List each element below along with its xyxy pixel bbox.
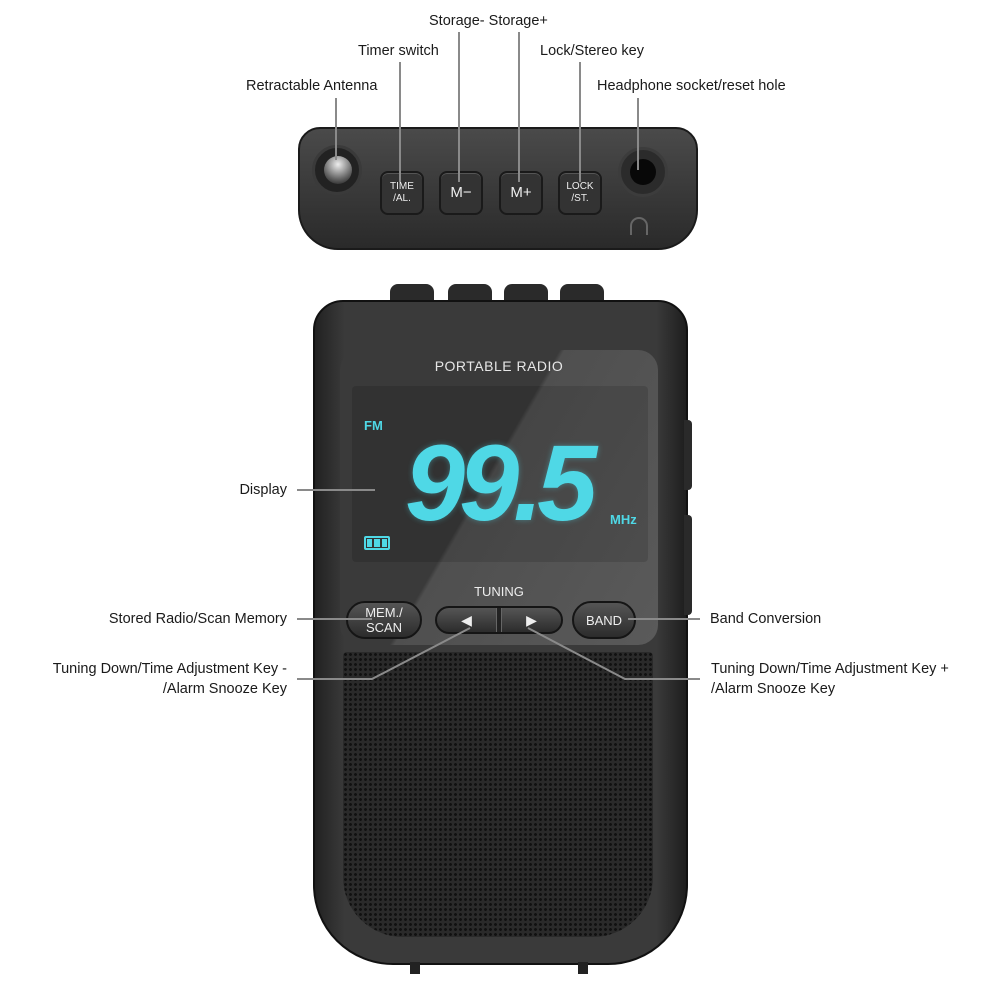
rocker-divider <box>496 608 502 632</box>
label-storage: Storage- Storage+ <box>429 13 548 29</box>
battery-icon <box>364 536 390 550</box>
stereo-label: /ST. <box>571 193 589 204</box>
unit-label: MHz <box>610 512 637 527</box>
headphone-icon <box>630 217 648 235</box>
label-lock-stereo: Lock/Stereo key <box>540 43 644 59</box>
foot-left <box>410 962 420 974</box>
mem-label: MEM./ <box>365 605 403 620</box>
mem-scan-button[interactable]: MEM./SCAN <box>346 601 422 639</box>
label-band-conversion: Band Conversion <box>710 611 822 627</box>
left-arrow-icon: ◀ <box>461 612 472 628</box>
headphone-socket[interactable] <box>618 147 668 197</box>
label-display: Display <box>239 482 287 498</box>
side-button-lower[interactable] <box>684 515 692 615</box>
band-indicator: FM <box>364 418 383 433</box>
frequency-readout: 99.5 <box>405 422 597 543</box>
tuning-rocker: ◀ ▶ <box>435 606 563 634</box>
time-alarm-button[interactable]: TIME/AL. <box>380 171 424 215</box>
top-edge-buttons <box>390 280 630 302</box>
lock-label: LOCK <box>566 181 594 192</box>
scan-label: SCAN <box>365 620 403 635</box>
label-tuning-down-2: /Alarm Snooze Key <box>162 681 287 697</box>
lock-stereo-button[interactable]: LOCK/ST. <box>558 171 602 215</box>
antenna-icon <box>312 145 362 195</box>
radio-face: PORTABLE RADIO FM 99.5 MHz TUNING MEM./S… <box>340 350 658 645</box>
label-retractable-antenna: Retractable Antenna <box>246 78 378 94</box>
label-headphone: Headphone socket/reset hole <box>597 78 786 94</box>
tuning-down-button[interactable]: ◀ <box>437 608 496 632</box>
label-timer-switch: Timer switch <box>358 43 439 59</box>
label-tuning-up-1: Tuning Down/Time Adjustment Key + <box>711 661 949 677</box>
label-tuning-down-1: Tuning Down/Time Adjustment Key - <box>52 661 287 677</box>
side-button-upper[interactable] <box>684 420 692 490</box>
foot-right <box>578 962 588 974</box>
alarm-label: /AL. <box>393 193 411 204</box>
label-tuning-up-2: /Alarm Snooze Key <box>711 681 836 697</box>
brand-title: PORTABLE RADIO <box>434 358 564 374</box>
lcd-display: FM 99.5 MHz <box>352 386 648 562</box>
tuning-up-button[interactable]: ▶ <box>502 608 561 632</box>
label-stored-radio: Stored Radio/Scan Memory <box>108 611 287 627</box>
band-button[interactable]: BAND <box>572 601 636 639</box>
memory-plus-button[interactable]: M+ <box>499 171 543 215</box>
speaker-grille <box>343 652 653 937</box>
radio-top-panel: TIME/AL. M− M+ LOCK/ST. <box>298 127 698 250</box>
memory-minus-button[interactable]: M− <box>439 171 483 215</box>
tuning-label: TUNING <box>474 584 524 599</box>
time-label: TIME <box>390 181 414 192</box>
right-arrow-icon: ▶ <box>526 612 537 628</box>
